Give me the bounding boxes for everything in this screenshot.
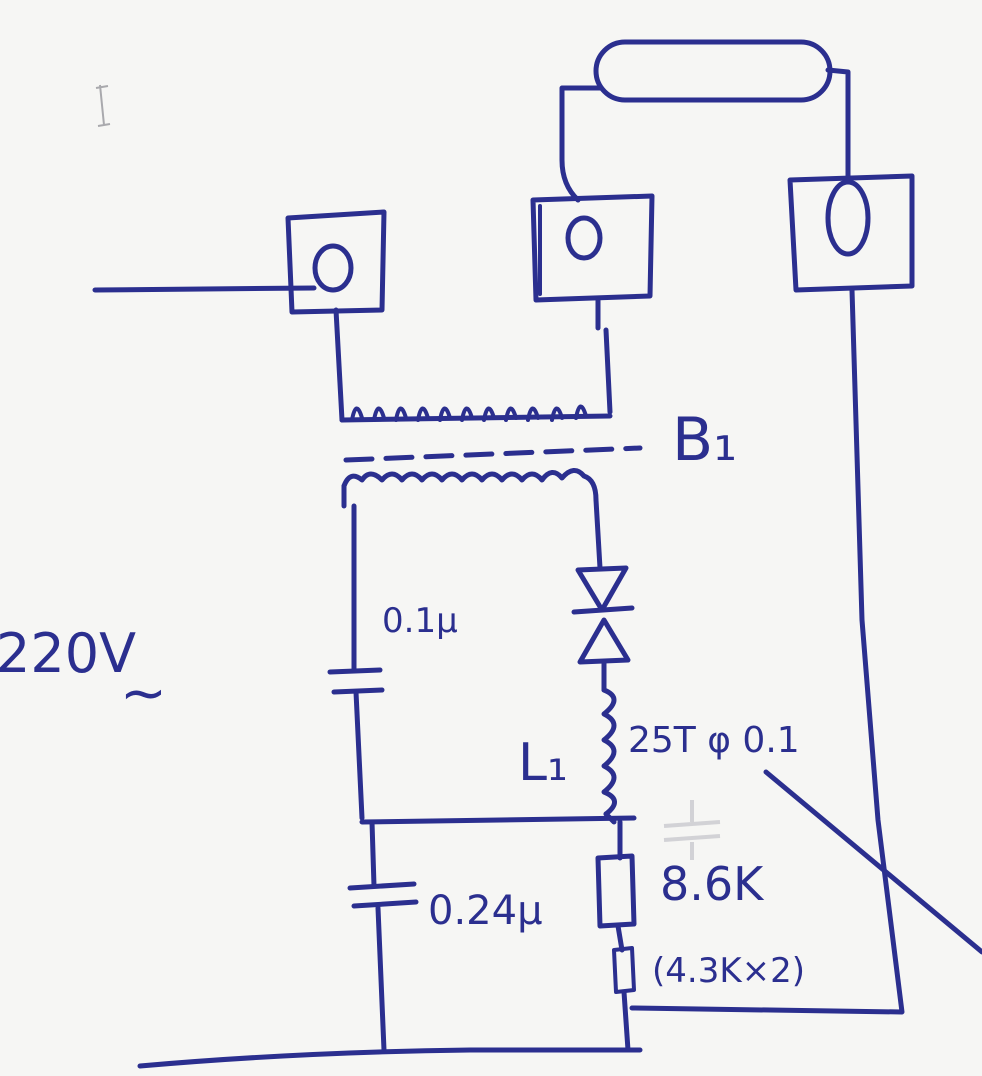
junction-wire	[359, 815, 637, 825]
label-resistor: 8.6K	[660, 857, 765, 911]
label-transformer: B₁	[672, 405, 737, 475]
transformer-b1	[339, 404, 643, 509]
capacitor-0-1u	[327, 503, 385, 821]
terminal-left	[285, 209, 387, 315]
wire-left-to-primary	[333, 307, 345, 423]
resistor-8-6k	[595, 819, 637, 1053]
faint-sketch	[663, 800, 721, 860]
pencil-mark	[95, 84, 111, 127]
label-cap-upper: 0.1μ	[382, 601, 458, 641]
terminal-middle	[530, 193, 655, 303]
diagonal-wire	[763, 769, 982, 955]
input-wire	[92, 285, 317, 293]
label-cap-lower: 0.24μ	[428, 888, 543, 934]
lamp-tube	[559, 39, 851, 203]
label-inductor-spec: 25T φ 0.1	[628, 720, 800, 761]
bottom-wire	[137, 1047, 643, 1069]
label-supply-voltage: 220V	[0, 622, 136, 685]
capacitor-0-24u	[347, 819, 419, 1053]
return-wire	[629, 287, 905, 1015]
wire-secondary-to-diac	[593, 497, 603, 571]
inductor-l1	[601, 687, 617, 817]
label-resistor-note: (4.3K×2)	[652, 951, 805, 991]
terminal-right	[787, 173, 915, 293]
label-ac-symbol: ~	[120, 661, 167, 726]
label-inductor: L₁	[518, 733, 568, 793]
wire-middle-to-primary	[595, 297, 613, 415]
diac-symbol	[571, 565, 635, 693]
